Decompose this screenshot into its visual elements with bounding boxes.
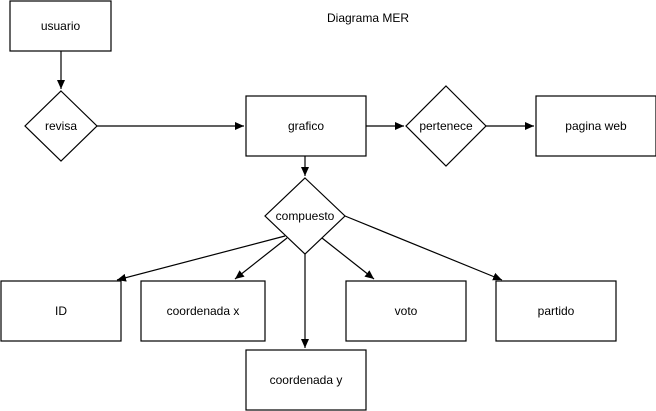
entity-grafico[interactable]: grafico <box>245 95 367 157</box>
entity-coordenada-x[interactable]: coordenada x <box>140 280 266 342</box>
entity-partido-label: partido <box>538 304 575 318</box>
relationship-pertenece[interactable]: pertenece <box>405 85 487 167</box>
edge-compuesto-partido <box>344 215 503 281</box>
entity-id[interactable]: ID <box>0 280 122 342</box>
entity-coordenada-y[interactable]: coordenada y <box>245 349 367 411</box>
diagram-title: Diagrama MER <box>326 11 410 25</box>
edge-compuesto-coordenada-x <box>234 237 288 280</box>
relationship-pertenece-label: pertenece <box>419 119 473 133</box>
entity-id-label: ID <box>55 304 67 318</box>
entity-pagina-web[interactable]: pagina web <box>535 95 656 157</box>
edge-compuesto-voto <box>321 237 375 280</box>
entity-usuario[interactable]: usuario <box>9 0 112 52</box>
entity-pagina-web-label: pagina web <box>565 119 627 133</box>
entity-coordenada-y-label: coordenada y <box>270 373 343 387</box>
edge-compuesto-id <box>116 235 286 282</box>
relationship-revisa[interactable]: revisa <box>24 90 98 162</box>
entity-voto-label: voto <box>395 304 418 318</box>
entity-coordenada-x-label: coordenada x <box>167 304 240 318</box>
entity-grafico-label: grafico <box>288 119 324 133</box>
relationship-compuesto-label: compuesto <box>276 209 335 223</box>
entity-voto[interactable]: voto <box>345 280 467 342</box>
connectors <box>57 51 534 348</box>
relationship-revisa-label: revisa <box>45 119 77 133</box>
entity-partido[interactable]: partido <box>495 280 617 342</box>
relationship-compuesto[interactable]: compuesto <box>264 177 346 255</box>
entity-usuario-label: usuario <box>41 19 81 33</box>
